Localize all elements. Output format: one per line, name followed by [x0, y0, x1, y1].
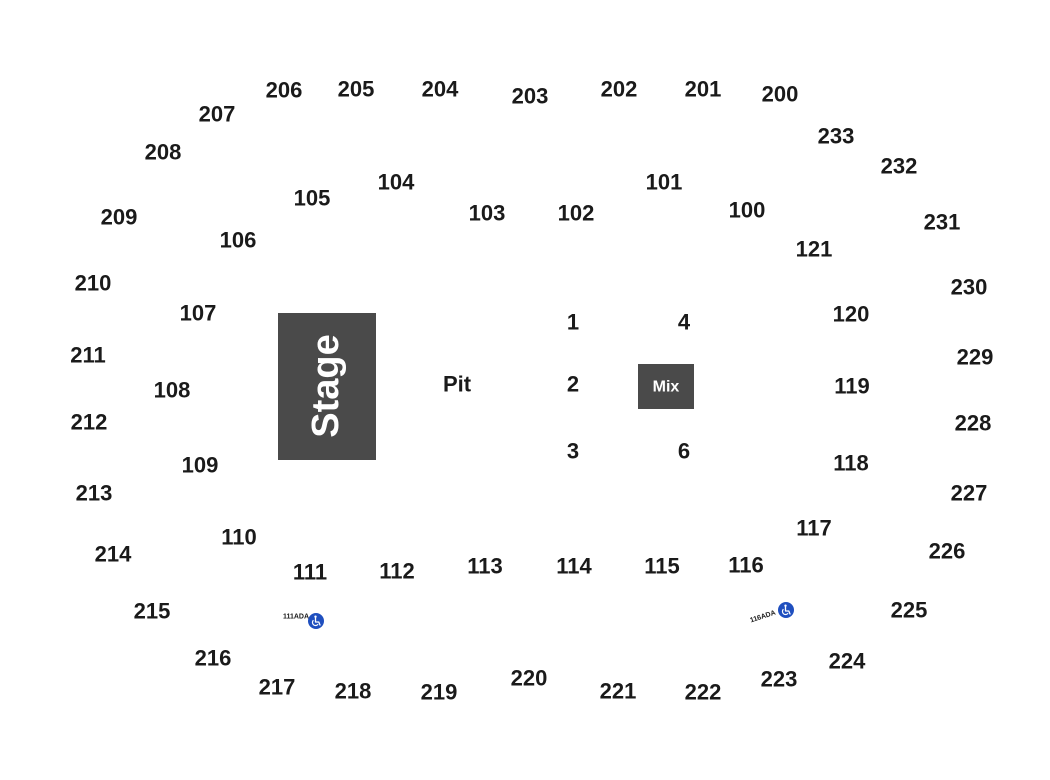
section-102[interactable]: 102 — [558, 201, 595, 226]
section-109[interactable]: 109 — [182, 453, 219, 478]
section-218[interactable]: 218 — [335, 679, 372, 704]
section-229[interactable]: 229 — [957, 345, 994, 370]
section-104[interactable]: 104 — [378, 170, 415, 195]
section-212[interactable]: 212 — [71, 410, 108, 435]
ada-116[interactable]: 116ADA — [749, 602, 794, 624]
upper-sections: 200 201 202 203 204 205 206 207 208 209 … — [70, 77, 993, 705]
ada-111-label: 111ADA — [283, 614, 309, 621]
section-208[interactable]: 208 — [145, 140, 182, 165]
section-113[interactable]: 113 — [467, 554, 503, 579]
section-110[interactable]: 110 — [221, 525, 257, 550]
lower-sections: 100 101 102 103 104 105 106 107 108 109 … — [154, 170, 870, 585]
section-4[interactable]: 4 — [678, 310, 691, 335]
wheelchair-icon — [308, 613, 324, 629]
section-107[interactable]: 107 — [180, 301, 217, 326]
section-205[interactable]: 205 — [338, 77, 375, 102]
section-204[interactable]: 204 — [422, 77, 459, 102]
stage-block[interactable] — [278, 313, 376, 460]
ada-116-label: 116ADA — [749, 610, 776, 625]
mix-position: Mix — [638, 364, 694, 409]
wheelchair-icon — [778, 602, 794, 618]
section-222[interactable]: 222 — [685, 680, 722, 705]
section-117[interactable]: 117 — [796, 516, 832, 541]
section-228[interactable]: 228 — [955, 411, 992, 436]
section-217[interactable]: 217 — [259, 675, 296, 700]
ada-111[interactable]: 111ADA — [283, 613, 324, 629]
section-220[interactable]: 220 — [511, 666, 548, 691]
section-114[interactable]: 114 — [556, 554, 592, 579]
section-105[interactable]: 105 — [294, 186, 331, 211]
section-119[interactable]: 119 — [834, 374, 870, 399]
stage-label: Stage — [305, 334, 347, 437]
section-121[interactable]: 121 — [796, 237, 833, 262]
section-2[interactable]: 2 — [567, 372, 579, 397]
section-210[interactable]: 210 — [75, 271, 112, 296]
section-213[interactable]: 213 — [76, 481, 113, 506]
section-230[interactable]: 230 — [951, 275, 988, 300]
section-106[interactable]: 106 — [220, 228, 257, 253]
section-226[interactable]: 226 — [929, 539, 966, 564]
section-118[interactable]: 118 — [833, 451, 869, 476]
section-224[interactable]: 224 — [829, 649, 866, 674]
section-206[interactable]: 206 — [266, 78, 303, 103]
mix-block — [638, 364, 694, 409]
section-3[interactable]: 3 — [567, 439, 579, 464]
pit-label[interactable]: Pit — [443, 372, 472, 397]
section-231[interactable]: 231 — [924, 210, 961, 235]
section-203[interactable]: 203 — [512, 84, 549, 109]
section-200[interactable]: 200 — [762, 82, 799, 107]
section-116[interactable]: 116 — [728, 553, 764, 578]
section-115[interactable]: 115 — [644, 554, 680, 579]
section-211[interactable]: 211 — [70, 343, 106, 368]
section-101[interactable]: 101 — [646, 170, 683, 195]
section-202[interactable]: 202 — [601, 77, 638, 102]
section-209[interactable]: 209 — [101, 205, 138, 230]
section-215[interactable]: 215 — [134, 599, 171, 624]
section-227[interactable]: 227 — [951, 481, 988, 506]
section-103[interactable]: 103 — [469, 201, 506, 226]
section-6[interactable]: 6 — [678, 439, 690, 464]
section-225[interactable]: 225 — [891, 598, 928, 623]
section-232[interactable]: 232 — [881, 154, 918, 179]
mix-label: Mix — [653, 379, 680, 396]
section-112[interactable]: 112 — [379, 559, 415, 584]
section-1[interactable]: 1 — [567, 310, 579, 335]
section-111[interactable]: 111 — [293, 560, 327, 585]
section-219[interactable]: 219 — [421, 680, 458, 705]
section-100[interactable]: 100 — [729, 198, 766, 223]
section-233[interactable]: 233 — [818, 124, 855, 149]
section-201[interactable]: 201 — [685, 77, 722, 102]
stage[interactable]: Stage — [278, 313, 376, 460]
section-216[interactable]: 216 — [195, 646, 232, 671]
section-214[interactable]: 214 — [95, 542, 132, 567]
section-207[interactable]: 207 — [199, 102, 236, 127]
section-223[interactable]: 223 — [761, 667, 798, 692]
floor-sections: 1 2 3 4 6 — [567, 310, 691, 464]
section-221[interactable]: 221 — [600, 679, 637, 704]
section-108[interactable]: 108 — [154, 378, 191, 403]
section-120[interactable]: 120 — [833, 302, 870, 327]
